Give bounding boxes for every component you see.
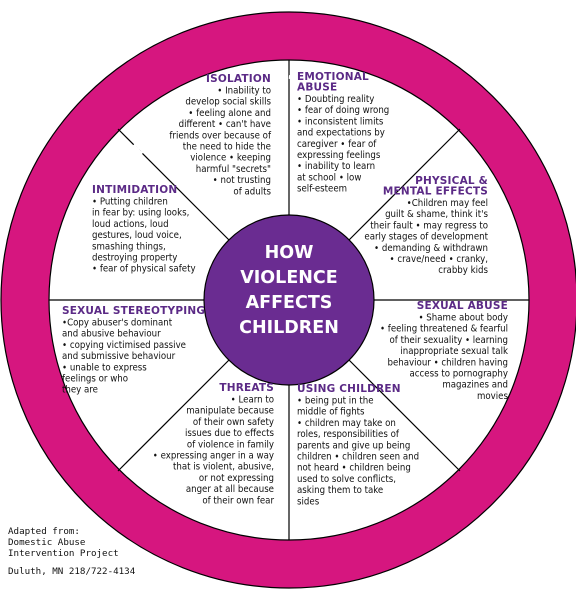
threats-body-line: that is violent, abusive, bbox=[173, 462, 274, 473]
emotional-abuse-title-line: ABUSE bbox=[297, 82, 337, 94]
credit-line-2: Domestic Abuse bbox=[8, 537, 86, 548]
physical-mental-title-line: MENTAL EFFECTS bbox=[383, 186, 488, 198]
intimidation-body-line: destroying property bbox=[92, 253, 177, 264]
threats-body-line: • expressing anger in a way bbox=[153, 451, 274, 462]
using-children-body-line: not heard • children being bbox=[297, 463, 411, 474]
threats-title-line: THREATS bbox=[219, 382, 274, 394]
isolation-title-line: ISOLATION bbox=[206, 73, 271, 85]
emotional-abuse-body-line: self-esteem bbox=[297, 184, 347, 195]
segment-sexual-stereotyping: SEXUAL STEREOTYPING•Copy abuser's domina… bbox=[62, 305, 205, 396]
sexual-stereotyping-body-line: and abusive behaviour bbox=[62, 329, 161, 340]
using-children-body-line: used to solve conflicts, bbox=[297, 474, 396, 485]
hub-line-2: VIOLENCE bbox=[240, 268, 337, 288]
emotional-abuse-body-line: at school • low bbox=[297, 172, 361, 183]
using-children-title-line: USING CHILDREN bbox=[297, 383, 401, 395]
isolation-body-line: the need to hide the bbox=[183, 142, 271, 153]
sexual-abuse-body-line: • Shame about body bbox=[418, 313, 508, 324]
using-children-body-line: sides bbox=[297, 496, 320, 507]
emotional-abuse-body-line: caregiver • fear of bbox=[297, 139, 377, 150]
sexual-abuse-body-line: magazines and bbox=[442, 380, 508, 391]
intimidation-body-line: smashing things, bbox=[92, 241, 166, 252]
isolation-body-line: • not trusting bbox=[213, 175, 271, 186]
hub-line-3: AFFECTS bbox=[246, 293, 333, 313]
threats-body-line: of their own fear bbox=[202, 495, 274, 506]
threats-body-line: of their own safety bbox=[193, 417, 274, 428]
emotional-abuse-body-line: • inconsistent limits bbox=[297, 116, 384, 127]
physical-mental-body-line: their fault • may regress to bbox=[370, 220, 488, 231]
emotional-abuse-body-line: • inability to learn bbox=[297, 161, 375, 172]
isolation-body-line: • Inability to bbox=[217, 86, 271, 97]
isolation-body-line: harmful "secrets" bbox=[196, 164, 271, 175]
physical-mental-body-line: •Children may feel bbox=[407, 198, 488, 209]
intimidation-body-line: • fear of physical safety bbox=[92, 264, 196, 275]
intimidation-title-line: INTIMIDATION bbox=[92, 184, 177, 196]
threats-body-line: or not expressing bbox=[199, 473, 274, 484]
isolation-body-line: different • can't have bbox=[179, 119, 271, 130]
emotional-abuse-body-line: expressing feelings bbox=[297, 150, 381, 161]
credit-line-1: Adapted from: bbox=[8, 526, 80, 537]
hub-line-4: CHILDREN bbox=[239, 318, 339, 338]
sexual-abuse-body-line: movies bbox=[477, 391, 509, 402]
using-children-body-line: asking them to take bbox=[297, 485, 383, 496]
emotional-abuse-body-line: and expectations by bbox=[297, 128, 385, 139]
using-children-body-line: children • children seen and bbox=[297, 452, 419, 463]
isolation-body-line: of adults bbox=[233, 186, 271, 197]
physical-mental-body-line: • demanding & withdrawn bbox=[374, 243, 488, 254]
physical-mental-body-line: crabby kids bbox=[438, 265, 488, 276]
physical-mental-body-line: guilt & shame, think it's bbox=[385, 209, 488, 220]
sexual-abuse-body-line: • feeling threatened & fearful bbox=[380, 324, 508, 335]
threats-body-line: manipulate because bbox=[186, 406, 274, 417]
intimidation-body-line: loud actions, loud bbox=[92, 219, 169, 230]
threats-body-line: of violence in family bbox=[187, 439, 274, 450]
intimidation-body-line: gestures, loud voice, bbox=[92, 230, 182, 241]
isolation-body-line: • feeling alone and bbox=[188, 108, 271, 119]
spokes bbox=[49, 60, 529, 540]
sexual-stereotyping-body-line: feelings or who bbox=[62, 374, 128, 385]
intimidation-body-line: in fear by: using looks, bbox=[92, 208, 189, 219]
using-children-body-line: • being put in the bbox=[297, 396, 374, 407]
segment-physical-mental-effects: PHYSICAL &MENTAL EFFECTS•Children may fe… bbox=[364, 175, 488, 276]
physical-mental-body-line: early stages of development bbox=[364, 232, 488, 243]
sexual-stereotyping-body-line: they are bbox=[62, 385, 98, 396]
segment-sexual-abuse: SEXUAL ABUSE• Shame about body• feeling … bbox=[380, 300, 509, 402]
sexual-abuse-title-line: SEXUAL ABUSE bbox=[417, 300, 508, 312]
isolation-body-line: develop social skills bbox=[185, 97, 271, 108]
sexual-abuse-body-line: inappropriate sexual talk bbox=[400, 346, 508, 357]
sexual-stereotyping-body-line: • unable to express bbox=[62, 362, 147, 373]
sexual-stereotyping-body-line: • copying victimised passive bbox=[62, 340, 186, 351]
hub-title: HOW VIOLENCE AFFECTS CHILDREN bbox=[239, 243, 339, 338]
threats-body-line: • Learn to bbox=[231, 395, 274, 406]
hub-circle bbox=[203, 214, 375, 386]
isolation-body-line: violence • keeping bbox=[190, 153, 271, 164]
credit-line-3: Intervention Project bbox=[8, 548, 119, 559]
using-children-body-line: • children may take on bbox=[297, 418, 396, 429]
sexual-abuse-body-line: behaviour • children having bbox=[388, 357, 509, 368]
sexual-abuse-body-line: of their sexuality • learning bbox=[390, 335, 508, 346]
threats-body-line: issues due to effects bbox=[185, 428, 275, 439]
using-children-body-line: middle of fights bbox=[297, 407, 365, 418]
sexual-stereotyping-body-line: and submissive behaviour bbox=[62, 351, 176, 362]
isolation-body-line: friends over because of bbox=[169, 130, 272, 141]
emotional-abuse-body-line: • Doubting reality bbox=[297, 94, 374, 105]
sexual-stereotyping-title-line: SEXUAL STEREOTYPING bbox=[62, 305, 205, 317]
physical-mental-body-line: • crave/need • cranky, bbox=[390, 254, 488, 265]
emotional-abuse-body-line: • fear of doing wrong bbox=[297, 105, 389, 116]
emotional-abuse-title-line: EMOTIONAL bbox=[297, 71, 369, 83]
using-children-body-line: parents and give up being bbox=[297, 440, 410, 451]
hub-line-1: HOW bbox=[265, 243, 314, 263]
sexual-abuse-body-line: access to pornography bbox=[410, 369, 509, 380]
credit-line-4: Duluth, MN 218/722-4134 bbox=[8, 566, 136, 577]
threats-body-line: anger at all because bbox=[186, 484, 274, 495]
physical-mental-title-line: PHYSICAL & bbox=[415, 175, 488, 187]
sexual-stereotyping-body-line: •Copy abuser's dominant bbox=[62, 318, 173, 329]
using-children-body-line: roles, responsibilities of bbox=[297, 429, 400, 440]
intimidation-body-line: • Putting children bbox=[92, 197, 168, 208]
